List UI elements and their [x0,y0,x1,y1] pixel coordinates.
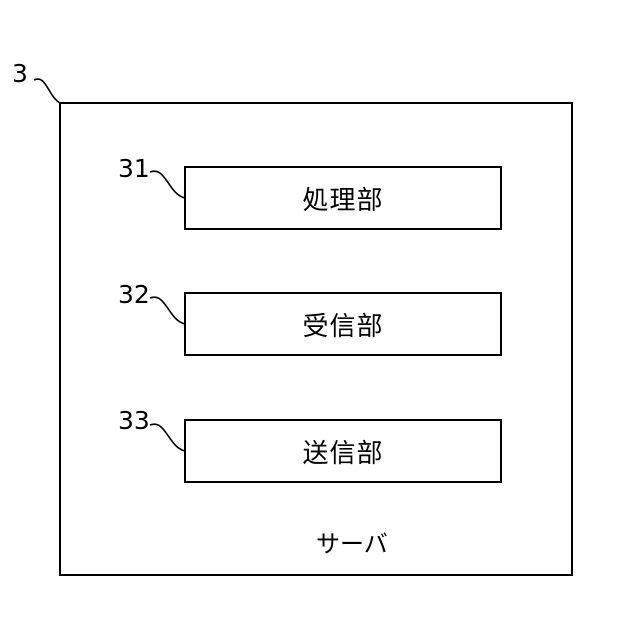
transmitting-unit-label: 送信部 [302,433,383,470]
receiving-unit-block: 受信部 [184,292,502,356]
receiving-unit-label: 受信部 [302,306,383,343]
leader-line-server [34,79,60,103]
processing-unit-label: 処理部 [302,180,383,217]
transmitting-unit-block: 送信部 [184,419,502,483]
transmitting-unit-ref-numeral: 33 [118,407,150,435]
server-ref-numeral: 3 [12,60,28,88]
processing-unit-block: 処理部 [184,166,502,230]
receiving-unit-ref-numeral: 32 [118,281,150,309]
server-label: サーバ [316,530,388,558]
processing-unit-ref-numeral: 31 [118,155,150,183]
